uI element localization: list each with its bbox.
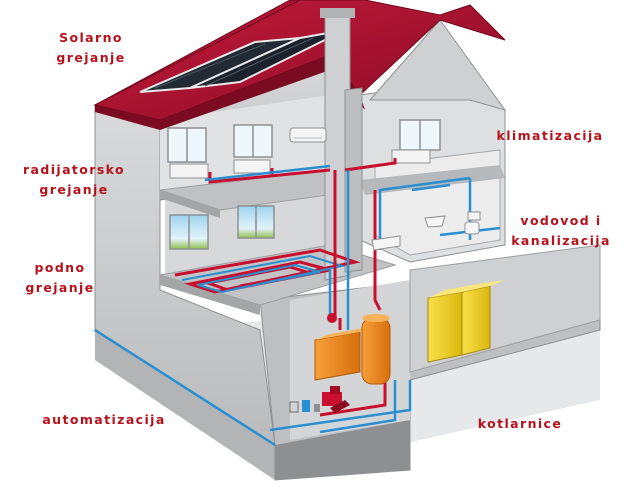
label-radiator-heating: radijatorsko grejanje	[4, 160, 144, 200]
label-solar-heating: Solarno grejanje	[36, 28, 146, 68]
fuel-tanks	[427, 280, 505, 363]
label-automation-text: automatizacija	[42, 412, 166, 427]
label-floor-heating: podno grejanje	[10, 258, 110, 298]
label-solar-heating-line2: grejanje	[56, 50, 126, 65]
windows	[167, 119, 441, 250]
label-solar-heating-line1: Solarno	[59, 30, 123, 45]
foundation-left-wall	[95, 330, 275, 480]
automation-devices	[289, 400, 320, 413]
ground-floor-slab-edge	[160, 275, 260, 315]
roof-edge	[95, 55, 365, 130]
solar-panels	[139, 29, 346, 93]
radiators	[169, 149, 431, 179]
label-plumbing-line2: kanalizacija	[511, 233, 611, 248]
label-radiator-heating-line2: grejanje	[39, 182, 109, 197]
label-automation: automatizacija	[24, 410, 184, 430]
heating-pipes	[208, 158, 397, 417]
label-radiator-heating-line1: radijatorsko	[22, 162, 126, 177]
upper-floor-slab-edge	[160, 190, 220, 218]
basement-floor	[275, 420, 410, 480]
right-wing-gable	[368, 19, 507, 111]
boiler-equipment	[314, 313, 391, 413]
chimney-cap	[320, 8, 355, 18]
floor-heating-coil-blue	[181, 254, 346, 294]
label-boiler-rooms-text: kotlarnice	[477, 416, 563, 431]
label-floor-heating-line2: grejanje	[25, 280, 95, 295]
label-air-conditioning-text: klimatizacija	[496, 128, 604, 143]
label-floor-heating-line1: podno	[34, 260, 86, 275]
bathroom-fixtures	[371, 211, 481, 251]
water-pipes	[94, 164, 501, 447]
ac-unit	[289, 127, 327, 143]
label-plumbing: vodovod i kanalizacija	[498, 211, 624, 251]
label-boiler-rooms: kotlarnice	[450, 414, 590, 434]
label-plumbing-line1: vodovod i	[520, 213, 602, 228]
label-air-conditioning: klimatizacija	[480, 126, 620, 146]
